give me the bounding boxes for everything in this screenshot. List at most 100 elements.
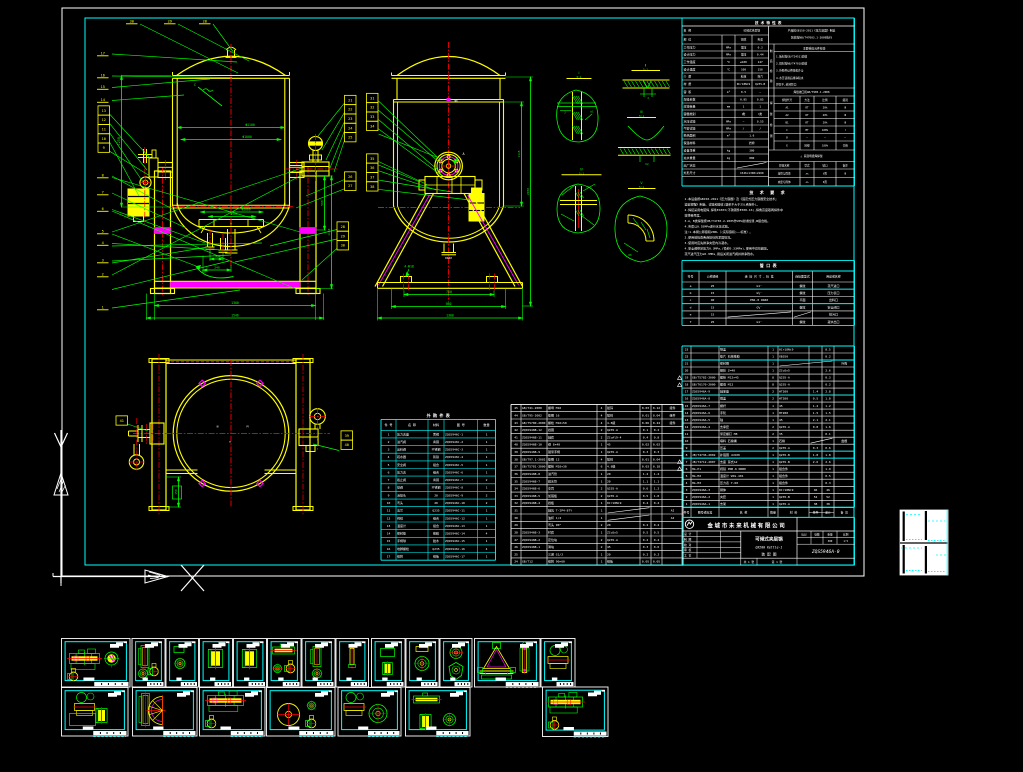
thumbnail-drawing-10[interactable] <box>405 638 440 688</box>
thumbnail-view-label <box>495 677 506 681</box>
cad-circle <box>76 692 87 703</box>
cad-text: Φ900 <box>230 212 237 216</box>
bom-header-text: 材 料 <box>790 510 798 515</box>
thumbnail-drawing-14[interactable] <box>61 687 129 737</box>
table-cell-text: ZQS5946A-3 <box>692 488 710 492</box>
table-cell-text: 容 积 <box>684 89 692 94</box>
thumbnail-view-label <box>82 726 94 730</box>
table-cell-text: 坡口 <box>822 163 828 167</box>
cad-text: b1 <box>590 110 594 114</box>
table-cell-text: 铸铁 <box>433 454 439 459</box>
leader-line <box>111 78 211 88</box>
thumbnail-titleblock <box>147 682 164 687</box>
balloon-tag-number: 25 <box>348 136 352 140</box>
table-cell-text: 外形尺寸 <box>684 170 696 175</box>
thumbnail-drawing-2[interactable] <box>131 638 166 688</box>
table-cell-text: 填料 石棉绳 <box>720 438 737 443</box>
thumbnail-drawing-11[interactable] <box>439 638 473 688</box>
cad-text: 560 <box>320 200 324 206</box>
balloon-tag-number: 1 <box>102 306 104 310</box>
cad-circle <box>438 168 443 173</box>
thumbnail-drawing-1[interactable] <box>61 638 131 688</box>
thumbnail-drawing-12[interactable] <box>474 638 541 688</box>
technical-notes: 技 术 要 求1.本设备按GB150-2011《压力容器》及《固定式压力容器安全… <box>685 189 785 256</box>
thumbnail-drawing-6[interactable] <box>267 638 302 688</box>
thumbnail-drawing-9[interactable] <box>371 638 406 688</box>
thumbnail-stamp <box>246 642 260 648</box>
thumbnail-drawing-19[interactable] <box>405 687 471 737</box>
table-cell-text: 螺栓 M12×45 <box>720 375 739 380</box>
thumbnail-drawing-18[interactable] <box>337 687 402 737</box>
cad-path <box>198 479 207 488</box>
table-cell-text: 1 <box>486 524 488 528</box>
table-cell-text: 符号 <box>688 274 694 279</box>
table-cell-text: 38 <box>826 502 830 506</box>
table-cell-text: 0Cr18Ni9 <box>607 501 622 505</box>
cad-line <box>665 80 670 88</box>
thumbnail-drawing-16[interactable] <box>199 687 266 737</box>
cad-text: 150 <box>174 489 178 495</box>
cad-text: Ⅰ <box>579 71 580 75</box>
cad-line <box>627 148 632 155</box>
table-cell-text: 级别 <box>843 98 849 102</box>
cad-text: 15° <box>201 269 208 274</box>
thumbnail-frame <box>408 690 467 731</box>
table-cell-text: 焊缝名称 <box>779 163 790 167</box>
table-cell-text: 31 <box>514 509 518 513</box>
thumbnail-drawing-8[interactable] <box>335 638 369 688</box>
table-cell-text: V形 <box>823 171 828 175</box>
title-block-text: 工 艺 <box>684 554 691 558</box>
table-cell-text: 16 <box>387 547 391 551</box>
table-cell-text: ZQS5946B-10 <box>522 443 542 447</box>
table-cell-text: 连 接 尺 寸 、标 准 <box>745 274 774 279</box>
thumbnail-view-label <box>83 677 95 681</box>
table-cell-text: 2 <box>388 440 390 444</box>
cad-line <box>374 193 427 287</box>
table-cell-text: 挡板 <box>548 500 554 505</box>
balloon-tag-box <box>344 132 357 143</box>
cad-circle <box>438 159 443 164</box>
cad-text: 5:1 <box>643 68 648 72</box>
thumbnail-drawing-20[interactable] <box>542 686 609 738</box>
table-cell-text: 组合件 <box>779 473 788 478</box>
table-cell-text: 换热面积 <box>684 133 696 138</box>
table-cell-text: ZQS5946C-2 <box>445 440 463 444</box>
table-cell-text: c <box>690 298 692 302</box>
cad-text: C <box>194 83 196 87</box>
sheet-borders <box>61 7 865 577</box>
leader-line <box>111 175 175 211</box>
thumbnail-stamp <box>145 642 158 648</box>
bom-header-text: 单件 <box>813 510 819 515</box>
cad-line <box>662 148 667 155</box>
cad-line <box>574 125 580 135</box>
cad-line <box>470 193 524 287</box>
table-cell-text: 1.0 <box>654 494 660 498</box>
table-cell-text: 手轮 <box>720 410 726 415</box>
table-cell-text: 轴瓦 T-IP4-87Y <box>548 508 572 513</box>
cad-path <box>199 210 205 214</box>
table-cell-text: 蒸汽 <box>757 75 763 79</box>
table-cell-text: ZQS5946B-11 <box>522 435 542 439</box>
leader-line <box>378 128 442 176</box>
thumbnail-drawing-5[interactable] <box>233 638 267 688</box>
thumbnail-drawing-4[interactable] <box>199 638 233 688</box>
leader-line <box>378 100 438 158</box>
table-cell-text: — <box>759 90 761 94</box>
thumbnail-drawing-7[interactable] <box>301 638 336 688</box>
thumbnail-drawing-13[interactable] <box>540 638 576 688</box>
table-cell-text: 锅盖 <box>720 347 726 352</box>
leader-line <box>111 53 238 63</box>
cad-path <box>179 138 186 141</box>
table-cell-text: 0.4 <box>654 501 660 505</box>
cad-rect <box>151 663 157 668</box>
cad-line <box>148 571 161 576</box>
table-cell-text: 0.3 <box>758 46 763 50</box>
thumbnail-drawing-3[interactable] <box>165 638 199 688</box>
thumbnail-drawing-15[interactable] <box>132 687 198 737</box>
table-cell-text: 2.1 <box>813 418 819 422</box>
table-cell-text: 46 <box>826 488 830 492</box>
thumbnail-drawing-17[interactable] <box>266 687 336 737</box>
